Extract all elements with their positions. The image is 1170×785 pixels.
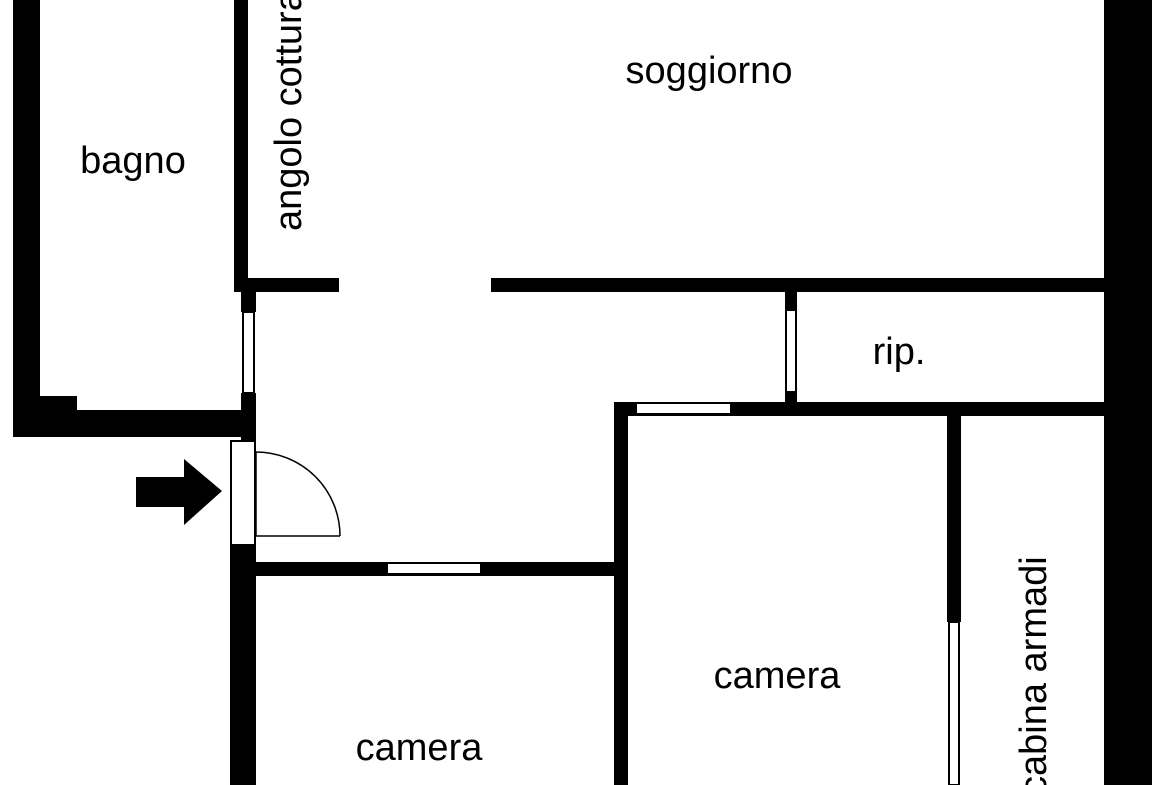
walls (13, 0, 1152, 785)
wall-left-outer (13, 0, 40, 437)
wall-camera1-left (230, 545, 256, 785)
wall-right-outer (1104, 0, 1152, 785)
room-label-camera-2: camera (714, 655, 842, 697)
room-label-soggiorno: soggiorno (626, 50, 793, 92)
room-label-cabina-armadi: cabina armadi (1013, 556, 1055, 785)
wall-bagno-right (234, 0, 248, 292)
wall-soggiorno-bottom-right (491, 278, 1111, 292)
window-camera2-top (635, 402, 732, 415)
room-label-ripostiglio: rip. (873, 331, 926, 373)
window-bagno (242, 311, 255, 394)
wall-cabina-left (947, 414, 961, 622)
room-label-bagno: bagno (80, 140, 186, 182)
openings (230, 309, 960, 785)
window-rip (785, 309, 797, 393)
wall-soggiorno-bottom-left (241, 278, 339, 292)
room-label-angolo-cottura: angolo cottura (268, 0, 310, 231)
door-cabina (948, 621, 960, 785)
wall-bagno-bottom (13, 410, 256, 437)
wall-hall-left-mid (241, 393, 256, 441)
wall-rip-bottom (614, 402, 1111, 416)
room-label-camera-1: camera (356, 727, 484, 769)
wall-rip-left-upper (785, 292, 797, 310)
wall-hall-left-upper (241, 292, 256, 312)
room-labels: soggiorno bagno angolo cottura rip. came… (80, 0, 1055, 785)
door-swing-icon (255, 451, 341, 537)
entrance-arrow-icon (136, 459, 222, 525)
wall-camera2-left (614, 402, 628, 785)
wall-bagno-corner (40, 396, 77, 412)
window-camera1-top (386, 562, 482, 575)
entrance-door-frame (230, 440, 256, 546)
